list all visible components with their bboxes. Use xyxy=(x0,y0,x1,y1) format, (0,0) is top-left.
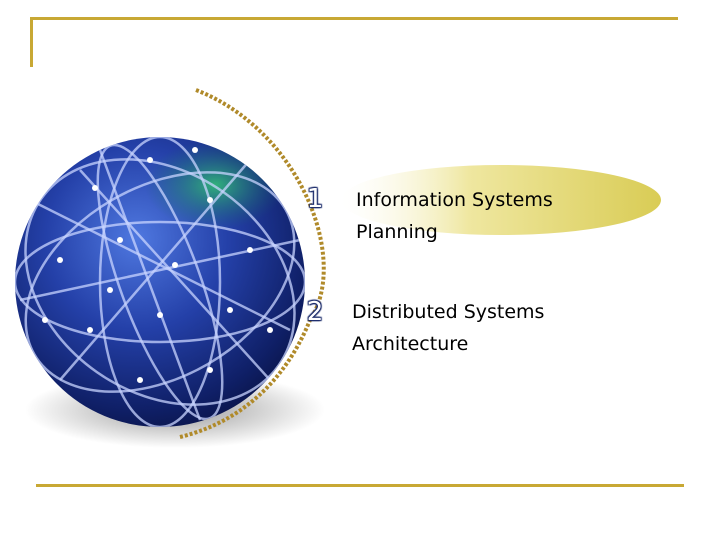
highlight-ellipse xyxy=(341,165,661,235)
frame-left-line xyxy=(30,17,33,67)
item-number-2: 2 xyxy=(306,297,324,327)
dotted-arc xyxy=(179,88,326,439)
item-1-line2: Planning xyxy=(356,221,438,243)
frame-bottom-line xyxy=(36,484,684,487)
item-number-1: 1 xyxy=(306,184,324,214)
item-text-1: Information Systems Planning xyxy=(356,184,656,248)
item-1-line1: Information Systems xyxy=(356,189,553,211)
frame-top-line xyxy=(30,17,678,20)
item-2-line2: Architecture xyxy=(352,333,469,355)
item-2-line1: Distributed Systems xyxy=(352,301,545,323)
item-text-2: Distributed Systems Architecture xyxy=(352,296,652,360)
